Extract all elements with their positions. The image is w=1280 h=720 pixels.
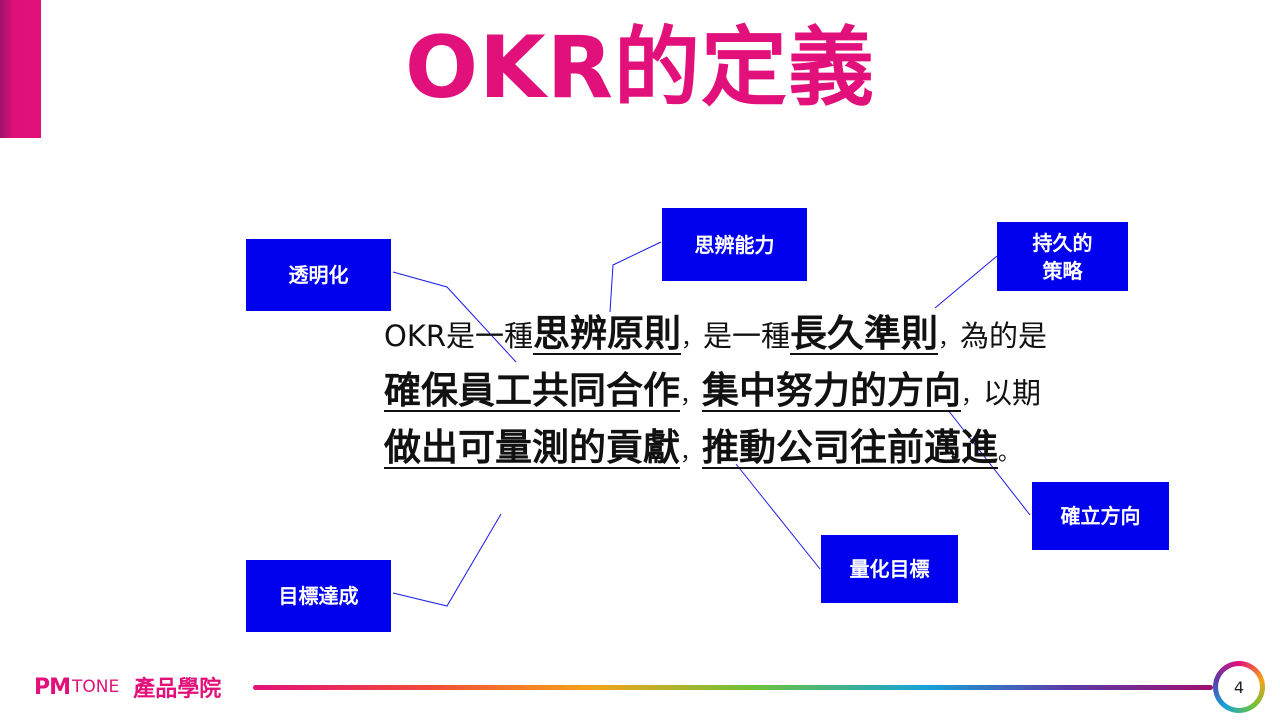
callout-goal-achievement: 目標達成	[246, 560, 391, 632]
callout-quantify-goals: 量化目標	[821, 535, 958, 603]
callout-label-line2: 策略	[1042, 258, 1083, 283]
callout-critical-thinking: 思辨能力	[662, 208, 807, 281]
okr-definition: OKR是一種思辨原則，是一種長久準則，為的是確保員工共同合作，集中努力的方向，以…	[384, 308, 1054, 479]
connector-lasting-strategy	[934, 255, 998, 309]
definition-text: 是一種	[703, 319, 791, 353]
callout-label: 思辨能力	[694, 232, 775, 257]
callout-transparent: 透明化	[246, 239, 391, 311]
callout-label: 目標達成	[278, 584, 359, 608]
logo-pm-mark: PM	[34, 674, 71, 700]
logo-school-name: 產品學院	[133, 677, 222, 702]
pmtone-logo: PM TONE 產品學院	[34, 672, 222, 703]
definition-highlight: 思辨原則	[533, 312, 681, 355]
connector-critical-thinking	[609, 241, 662, 313]
definition-punctuation: ，	[681, 327, 704, 352]
definition-highlight: 推動公司往前邁進	[702, 426, 999, 469]
callout-label: 確立方向	[1060, 504, 1141, 528]
definition-highlight: 確保員工共同合作	[384, 369, 680, 412]
callout-set-direction: 確立方向	[1032, 482, 1169, 550]
page-title: OKR的定義	[405, 18, 875, 118]
connector-quantify-goals	[735, 463, 821, 570]
callout-lasting-strategy: 持久的 策略	[997, 222, 1128, 291]
logo-tone-text: TONE	[72, 677, 120, 697]
definition-punctuation: ，	[680, 441, 703, 466]
accent-bar	[0, 0, 41, 138]
definition-punctuation: ，	[938, 327, 961, 352]
definition-text: 為的是	[960, 319, 1048, 353]
page-number-badge: 4	[1213, 661, 1265, 713]
definition-highlight: 長久準則	[790, 312, 939, 355]
callout-label: 透明化	[288, 263, 349, 287]
definition-text: OKR是一種	[384, 319, 533, 353]
definition-punctuation: 。	[998, 441, 1021, 466]
definition-highlight: 做出可量測的貢獻	[384, 426, 680, 469]
page-number: 4	[1218, 666, 1260, 708]
callout-label: 量化目標	[849, 557, 930, 581]
definition-text: 以期	[983, 376, 1042, 410]
connector-goal-achievement	[392, 513, 502, 607]
definition-punctuation: ，	[680, 384, 703, 409]
definition-punctuation: ，	[961, 384, 984, 409]
callout-label-line1: 持久的	[1032, 230, 1093, 255]
footer-gradient-line	[253, 685, 1213, 690]
definition-highlight: 集中努力的方向	[702, 369, 962, 412]
